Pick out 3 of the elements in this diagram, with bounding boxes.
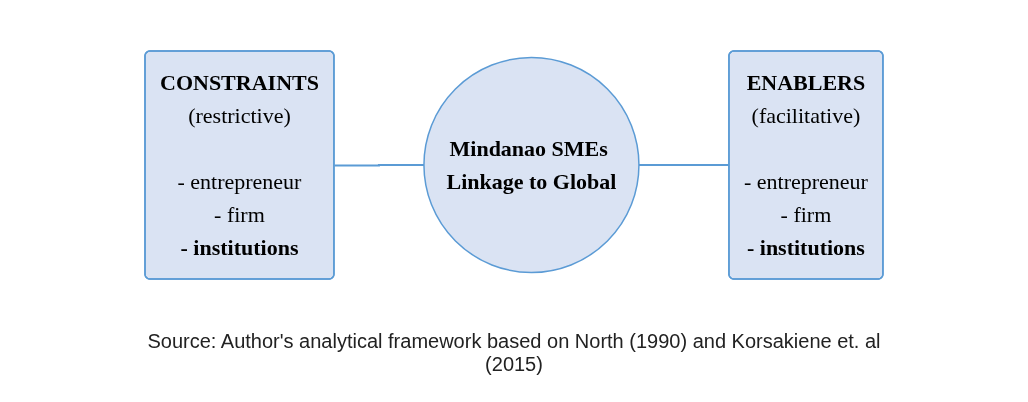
caption: Source: Author's analytical framework based on North (1990) and Korsakiene et. al (2015): [146, 330, 882, 376]
node-circle: Mindanao SMEs Linkage to Global: [423, 56, 640, 274]
connector: [333, 164, 425, 167]
